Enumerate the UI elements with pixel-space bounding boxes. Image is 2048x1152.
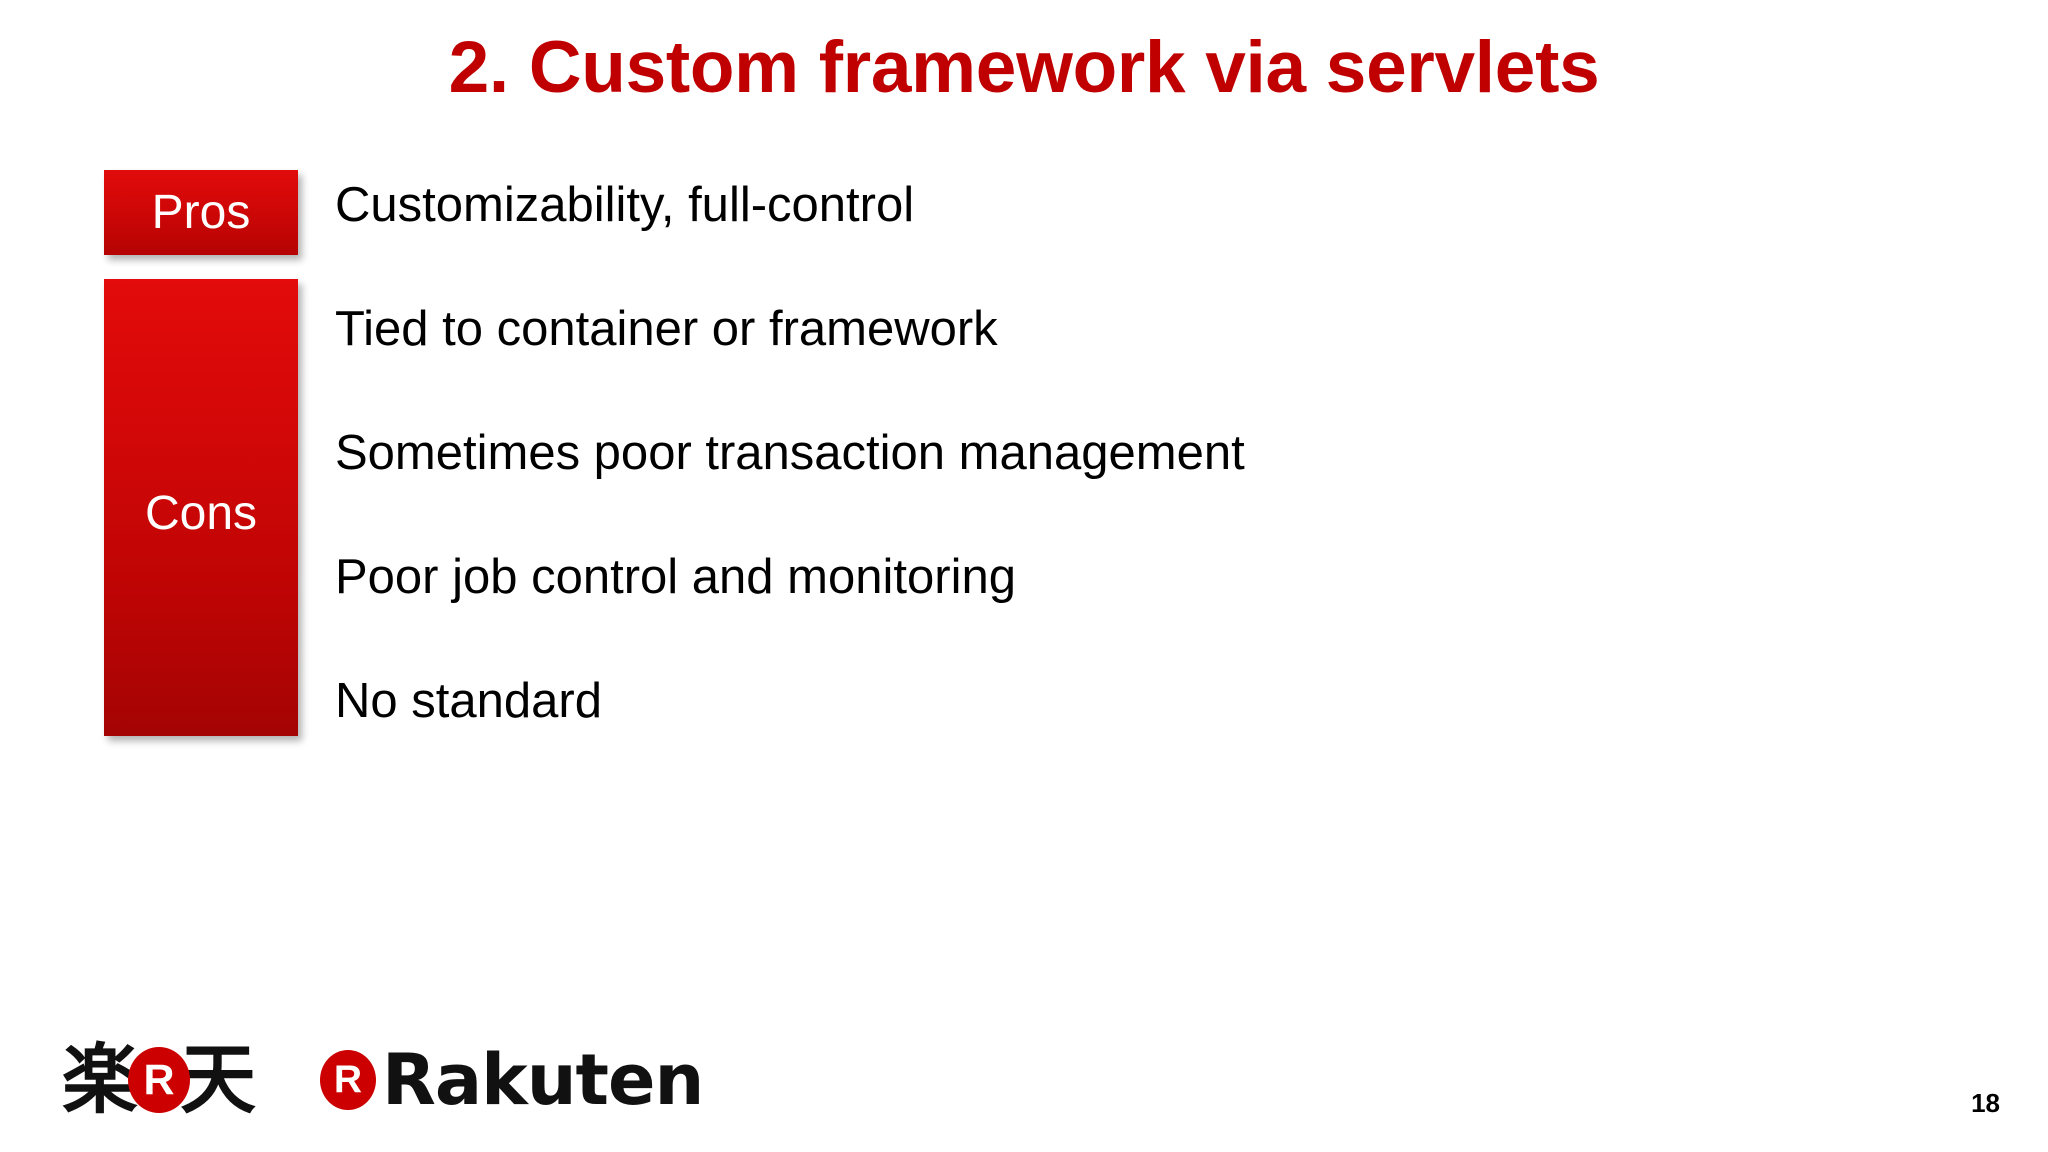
r-badge-letter: R (143, 1056, 175, 1104)
list-item: No standard (335, 674, 602, 728)
kanji-ten: 天 (180, 1035, 256, 1124)
rakuten-r-badge-icon: R (320, 1050, 376, 1110)
kanji-raku: 楽 (62, 1035, 138, 1124)
pros-label-text: Pros (151, 186, 251, 239)
list-item: Customizability, full-control (335, 178, 915, 232)
body-text-list: Customizability, full-control Tied to co… (335, 175, 1835, 731)
list-item: Poor job control and monitoring (335, 550, 1016, 604)
page-title: 2. Custom framework via servlets (448, 27, 1600, 108)
rakuten-logo-wordmark: R Rakuten (320, 1039, 704, 1121)
list-item: Sometimes poor transaction management (335, 426, 1245, 480)
pros-label-box: Pros (104, 170, 298, 255)
rakuten-wordmark-text: Rakuten (382, 1039, 704, 1121)
list-item: Tied to container or framework (335, 302, 998, 356)
r-badge-letter: R (333, 1058, 363, 1101)
page-number: 18 (1971, 1088, 2000, 1118)
rakuten-logo-japanese: 楽 R 天 (62, 1040, 256, 1120)
rakuten-logo: 楽 R 天 R Rakuten (62, 1039, 704, 1121)
cons-label-text: Cons (144, 487, 258, 540)
cons-label-box: Cons (104, 279, 298, 736)
rakuten-r-badge-icon: R (128, 1047, 190, 1113)
